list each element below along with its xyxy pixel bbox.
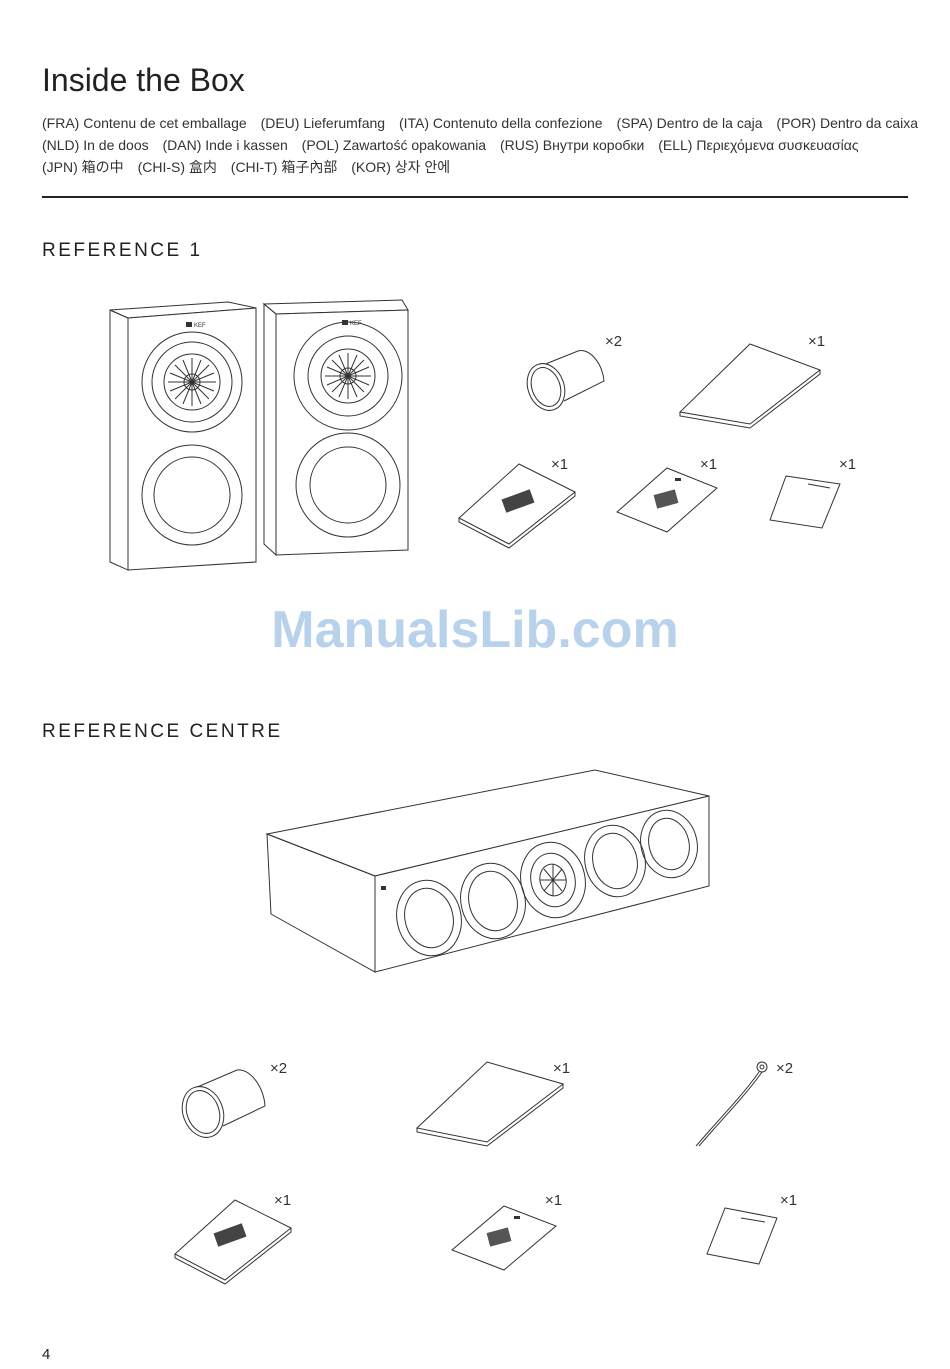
lang-spa: (SPA) Dentro de la caja [616,115,763,131]
lang-deu: (DEU) Lieferumfang [260,115,386,131]
centre-speaker-icon [265,768,711,974]
lang-pol: (POL) Zawartość opakowania [301,137,487,153]
cable-icon [688,1058,773,1150]
qty-centre-foam-bung: ×2 [270,1060,288,1077]
bookshelf-speaker-right-icon: KEF [262,300,412,560]
kef-logo-mark-icon [381,886,386,890]
booklet-icon [615,466,720,536]
language-line-2: (NLD) In de doos (DAN) Inde i kassen (PO… [42,134,912,156]
language-list: (FRA) Contenu de cet emballage (DEU) Lie… [42,112,918,178]
watermark: ManualsLib.com [271,601,679,659]
warranty-card-icon [768,474,843,530]
bookshelf-speaker-left-icon: KEF [108,300,258,572]
lang-por: (POR) Dentro da caixa [776,115,919,131]
lang-rus: (RUS) Внутри коробки [499,137,645,153]
cleaning-cloth-icon [415,1060,565,1148]
lang-fra: (FRA) Contenu de cet emballage [42,115,247,131]
qty-centre-warranty-card: ×1 [780,1192,798,1209]
speaker-logo-text: KEF [194,323,206,329]
language-line-3: (JPN) 箱の中 (CHI-S) 盒内 (CHI-T) 箱子內部 (KOR) … [42,156,912,178]
foam-bung-icon [520,345,610,415]
speaker-logo-text: KEF [350,321,362,327]
booklet-icon [450,1204,560,1274]
user-manual-icon [457,462,577,548]
qty-centre-cable: ×2 [776,1060,794,1077]
qty-warranty-card: ×1 [839,456,857,473]
section-heading-reference-1: REFERENCE 1 [42,240,203,261]
lang-ell: (ELL) Περιεχόμενα συσκευασίας [658,137,859,153]
lang-kor: (KOR) 상자 안에 [351,159,451,175]
foam-bung-icon [177,1066,269,1142]
lang-ita: (ITA) Contenuto della confezione [398,115,603,131]
qty-manual: ×1 [551,456,569,473]
lang-dan: (DAN) Inde i kassen [162,137,288,153]
qty-centre-manual: ×1 [274,1192,292,1209]
qty-foam-bung: ×2 [605,333,623,350]
lang-chi-s: (CHI-S) 盒内 [137,159,217,175]
language-line-1: (FRA) Contenu de cet emballage (DEU) Lie… [42,112,918,134]
lang-nld: (NLD) In de doos [42,137,149,153]
lang-jpn: (JPN) 箱の中 [42,159,124,175]
cleaning-cloth-icon [678,342,823,430]
kef-logo-mark-icon [186,322,192,327]
lang-chi-t: (CHI-T) 箱子內部 [230,159,338,175]
qty-centre-booklet: ×1 [545,1192,563,1209]
qty-cloth: ×1 [808,333,826,350]
kef-logo-mark-icon [342,320,348,325]
warranty-card-icon [705,1206,780,1266]
qty-centre-cloth: ×1 [553,1060,571,1077]
page-number: 4 [42,1346,51,1363]
section-heading-reference-centre: REFERENCE CENTRE [42,721,283,742]
header-divider [42,196,908,198]
qty-booklet: ×1 [700,456,718,473]
user-manual-icon [173,1198,293,1284]
page-title: Inside the Box [42,62,245,98]
